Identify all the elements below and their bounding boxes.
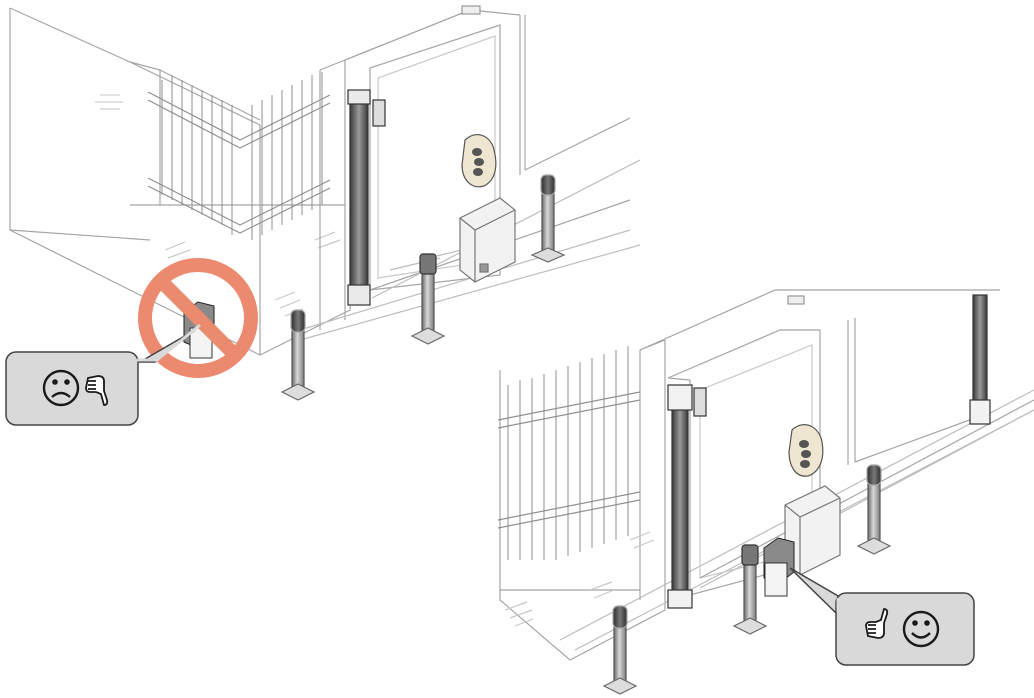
scene-incorrect bbox=[10, 6, 640, 400]
callout-incorrect bbox=[6, 325, 200, 425]
post-rear-right bbox=[858, 465, 890, 554]
post-front-right bbox=[604, 606, 636, 694]
photocell-gate-left bbox=[373, 100, 385, 126]
fence-left bbox=[148, 72, 330, 240]
control-box-correct bbox=[764, 538, 794, 596]
photocell-gate-right bbox=[694, 388, 706, 416]
fence-right bbox=[498, 346, 640, 560]
callout-correct bbox=[790, 568, 974, 665]
post-front-left bbox=[282, 310, 314, 400]
safety-edge-left bbox=[348, 90, 370, 305]
post-photocell-left bbox=[412, 254, 444, 344]
post-rear-left bbox=[532, 175, 564, 262]
post-photocell-right bbox=[734, 545, 766, 634]
gate-motor-left bbox=[460, 198, 515, 282]
